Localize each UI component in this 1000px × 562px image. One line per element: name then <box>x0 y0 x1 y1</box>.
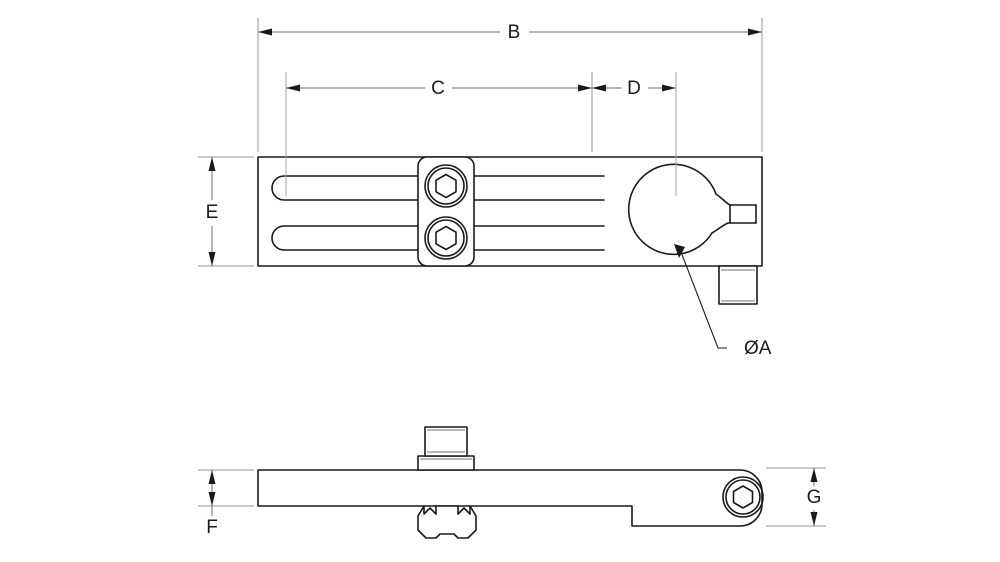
dimension-d: D <box>592 78 676 99</box>
clamp-bar-profile <box>257 469 763 527</box>
dimension-label-b: B <box>508 22 521 43</box>
dimension-label-f: F <box>206 517 218 538</box>
dimension-label-c: C <box>431 78 445 99</box>
lower-slot <box>271 225 605 251</box>
dimension-c: C <box>286 78 592 99</box>
dimension-b: B <box>258 22 762 43</box>
diameter-a-leader: ØA <box>674 244 772 359</box>
clamp-bore-circle <box>627 163 717 256</box>
hex-socket-screw-side[interactable] <box>722 476 764 518</box>
dimension-label-e: E <box>206 202 219 223</box>
dimension-e-extensions <box>198 156 254 267</box>
clamp-jaw-detail <box>711 193 757 234</box>
dimension-b-extensions <box>257 18 763 152</box>
dimension-g: G <box>807 468 822 526</box>
side-view: F G <box>198 426 826 539</box>
clamp-screw-boss <box>718 265 758 305</box>
hex-socket-screw-lower[interactable] <box>424 216 468 260</box>
dimension-label-d: D <box>627 78 641 99</box>
hex-nut-underside <box>417 505 477 539</box>
upper-slot <box>271 175 605 201</box>
dimension-e: E <box>206 157 219 266</box>
t-bolt-head <box>417 426 475 471</box>
dimension-g-extensions <box>766 467 826 527</box>
dimension-label-a: ØA <box>744 338 772 359</box>
dimension-f: F <box>206 470 218 538</box>
hex-socket-screw-upper[interactable] <box>424 164 468 208</box>
top-view: B C D <box>198 18 772 359</box>
dimension-f-extensions <box>198 469 254 507</box>
bolt-mounting-plate <box>417 156 475 267</box>
dimension-label-g: G <box>807 487 822 508</box>
